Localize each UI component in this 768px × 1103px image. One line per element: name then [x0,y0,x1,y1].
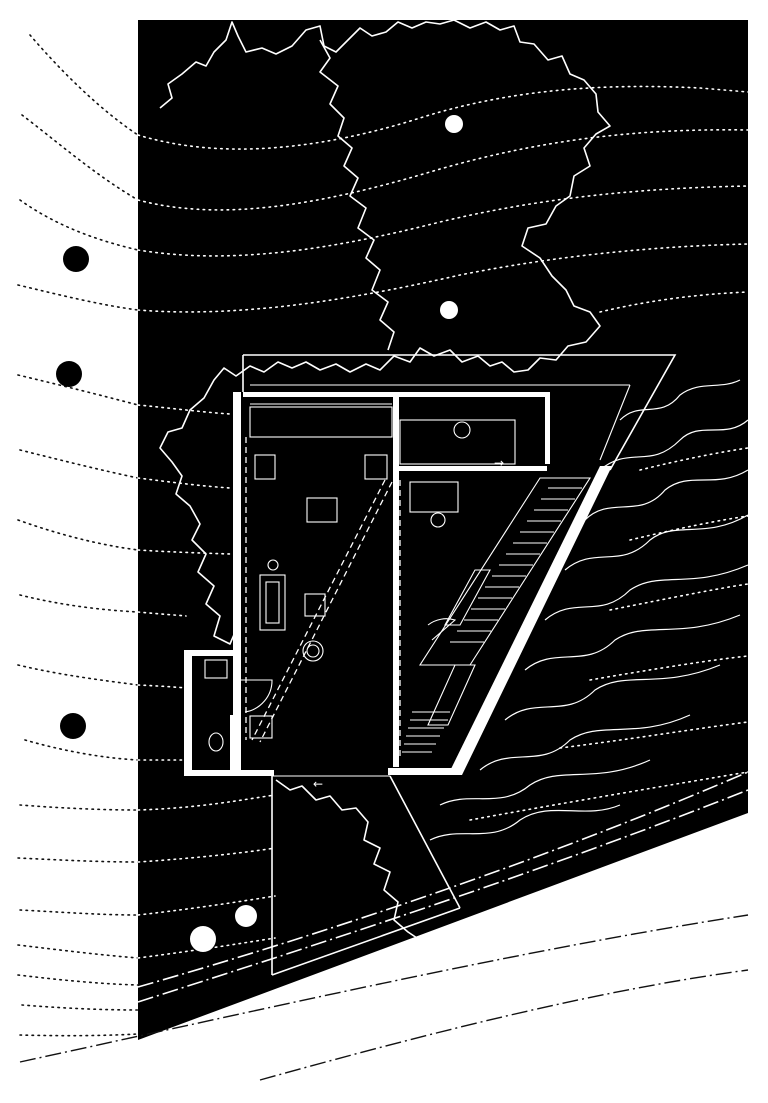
door-swing [241,679,273,713]
tree-canopy-outline-lower [275,779,427,1075]
trees-dark [56,246,89,739]
armchair [304,593,326,617]
desk [409,481,459,513]
contour-lines-outer [17,34,139,1037]
round-chair [302,640,324,662]
tree-dark [60,713,86,739]
entry-steps[interactable] [402,711,450,753]
tree-light [190,926,216,952]
trees-light [190,115,463,952]
shrub-rows [429,379,749,841]
site-area [138,20,748,1040]
furniture [204,421,471,752]
sofa [259,574,286,631]
road-lines [19,771,749,1081]
chair [453,421,471,439]
door-swing [427,618,457,641]
bath-sink [204,659,228,679]
round-chair-inner [306,644,320,658]
beam-lines [245,437,401,760]
site-boundaries [242,354,677,976]
side-table [267,559,279,571]
arrow-left: ← [313,777,323,791]
column [364,454,388,480]
toilet [208,732,224,752]
tree-canopy-outline [159,19,611,645]
tree-light [445,115,463,133]
arrows: → ← [313,456,504,791]
doors[interactable] [241,618,457,713]
tree-canopy-outline-center [319,39,395,351]
interior-linework [249,384,631,777]
tree-light [235,905,257,927]
contour-lines-inner [137,85,749,959]
tree-dark [56,361,82,387]
sofa-cushion [265,581,280,624]
building-walls [184,392,612,776]
chair [430,512,446,528]
shower [249,715,273,739]
table [306,497,338,523]
tree-light [440,301,458,319]
arrow-right: → [494,456,504,470]
tree-dark [63,246,89,272]
column [254,454,276,480]
